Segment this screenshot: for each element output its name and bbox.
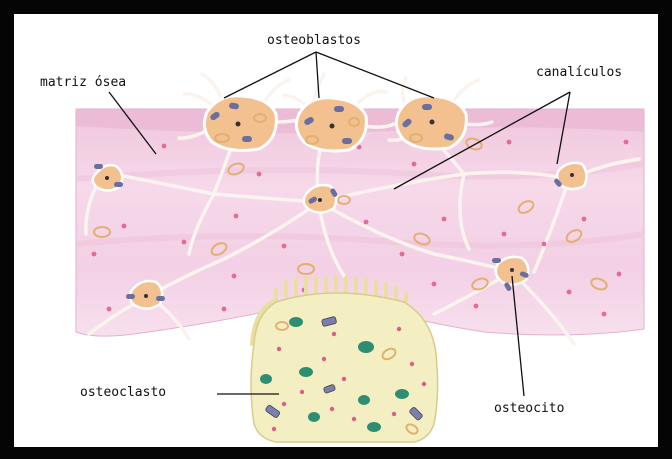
label-osteoblastos: osteoblastos xyxy=(267,33,361,48)
label-matriz-osea: matriz ósea xyxy=(40,75,126,90)
osteocyte-cell xyxy=(93,164,123,191)
label-osteocito: osteocito xyxy=(494,401,564,416)
label-osteoclasto: osteoclasto xyxy=(80,385,166,400)
label-canaliculos: canalículos xyxy=(536,65,622,80)
bone-tissue-diagram: osteoblastos matriz ósea canalículos ost… xyxy=(14,14,658,447)
